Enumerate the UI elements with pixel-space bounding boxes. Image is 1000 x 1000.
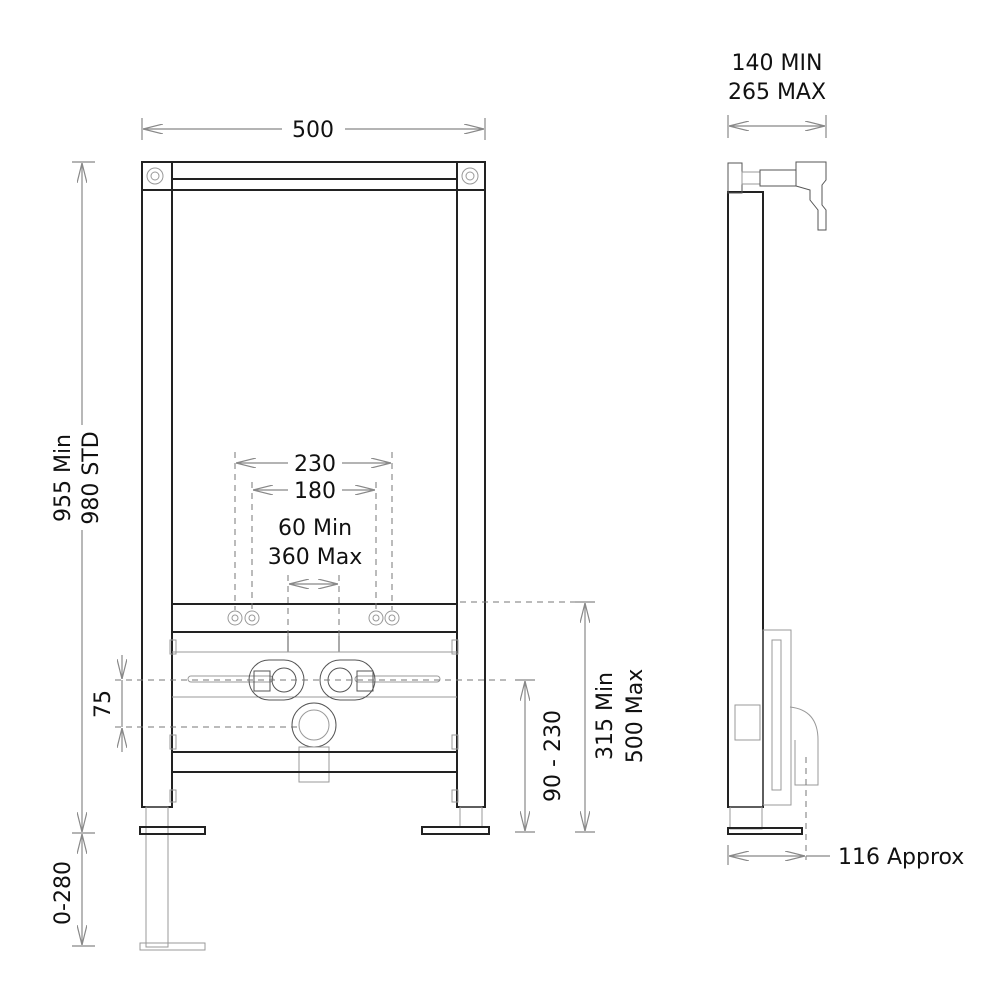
frame-depth-label: 116 Approx (838, 845, 964, 870)
height-label-std: 980 STD (79, 431, 104, 524)
tap-plate (171, 603, 458, 652)
front-view: 500 (51, 118, 648, 951)
fixing-vertical-dimension: 75 (91, 655, 510, 752)
height-label-min: 955 Min (51, 434, 76, 522)
fixing-spacing-line2: 360 Max (268, 545, 362, 570)
tap-spacing-inner-label: 180 (294, 479, 336, 504)
bracket-depth-min: 140 MIN (732, 51, 823, 76)
bracket-height-min: 315 Min (593, 672, 618, 760)
width-label: 500 (292, 118, 334, 143)
waste-height-label: 90 - 230 (541, 710, 566, 802)
right-dimensions: 90 - 230 315 Min 500 Max (460, 601, 648, 833)
height-dimension: 955 Min 980 STD 0-280 (51, 161, 104, 947)
legs (139, 806, 490, 951)
fixing-spacing-line1: 60 Min (278, 516, 352, 541)
side-view: 140 MIN 265 MAX 116 Approx (727, 51, 964, 870)
leg-adjust-label: 0-280 (51, 861, 76, 925)
tap-spacing-outer-label: 230 (294, 452, 336, 477)
bracket-depth-max: 265 MAX (728, 80, 826, 105)
width-dimension: 500 (141, 118, 486, 143)
tap-dimensions: 230 180 60 Min 360 Max (234, 452, 393, 640)
fixing-vertical-label: 75 (91, 690, 116, 718)
bracket-height-max: 500 Max (623, 669, 648, 763)
mounting-bracket (169, 639, 459, 803)
